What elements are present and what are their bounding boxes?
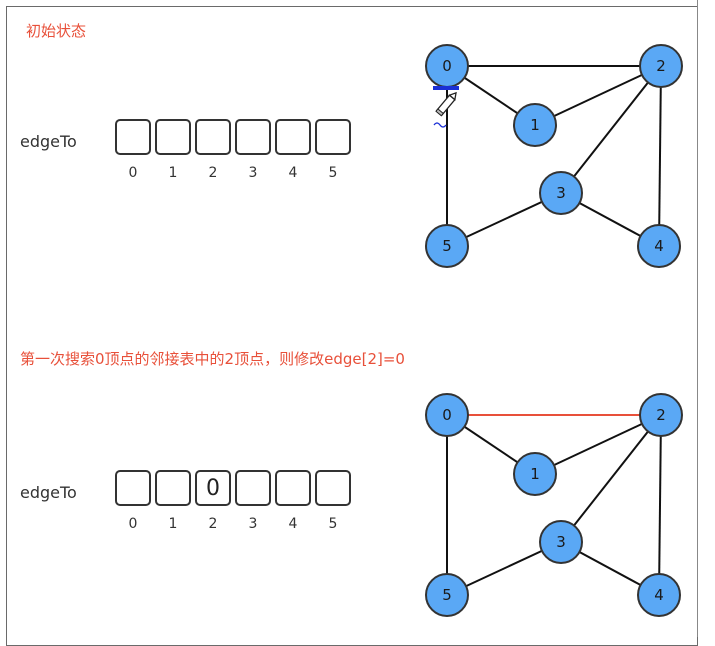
panel1-indices: 0 1 2 3 4 5 <box>113 165 353 181</box>
panel1-node-label-4: 4 <box>654 237 664 255</box>
panel2-node-label-0: 0 <box>442 406 452 424</box>
panel2-cell-0 <box>115 470 151 506</box>
panel1-cell-0 <box>115 119 151 155</box>
panel1-index-3: 3 <box>248 165 258 181</box>
panel1-node-label-3: 3 <box>556 184 566 202</box>
panel1-index-0: 0 <box>128 165 138 181</box>
panel1-node-label-2: 2 <box>656 57 666 75</box>
panel1-cell-4 <box>275 119 311 155</box>
panel2-cell-2: 0 <box>195 470 231 506</box>
panel1-graph: 0 1 2 3 4 5 <box>425 44 683 268</box>
pen-stroke-mark <box>433 122 447 128</box>
panel2-node-5 <box>425 573 469 617</box>
panel2-node-1 <box>513 452 557 496</box>
panel2-cell-3 <box>235 470 271 506</box>
panel2-graph: 0 1 2 3 4 5 <box>425 393 683 617</box>
panel1-index-2: 2 <box>208 165 218 181</box>
panel2-cell-5 <box>315 470 351 506</box>
panel1-index-1: 1 <box>168 165 178 181</box>
panel1-index-5: 5 <box>328 165 338 181</box>
panel1-edge-1-2 <box>534 65 662 126</box>
panel2-index-4: 4 <box>288 516 298 532</box>
panel1-edgeto-array <box>115 119 355 155</box>
panel2-index-5: 5 <box>328 516 338 532</box>
panel2-edge-2-4 <box>658 414 662 596</box>
panel1-title: 初始状态 <box>26 22 87 40</box>
selection-marker <box>433 86 459 90</box>
panel1-node-5 <box>425 224 469 268</box>
panel1-node-3 <box>539 171 583 215</box>
panel1-cell-1 <box>155 119 191 155</box>
panel1-node-label-1: 1 <box>530 116 540 134</box>
panel2-edge-1-2 <box>534 414 662 475</box>
panel2-node-label-3: 3 <box>556 533 566 551</box>
panel1-node-label-5: 5 <box>442 237 452 255</box>
panel1-edge-2-3 <box>560 65 662 194</box>
panel2-node-label-4: 4 <box>654 586 664 604</box>
panel2-cell-1 <box>155 470 191 506</box>
panel2-title: 第一次搜索0顶点的邻接表中的2顶点，则修改edge[2]=0 <box>20 350 405 368</box>
panel2-node-label-1: 1 <box>530 465 540 483</box>
panel2-edge-2-3 <box>560 414 662 543</box>
panel2-indices: 0 1 2 3 4 5 <box>113 516 353 532</box>
panel2-node-0 <box>425 393 469 437</box>
panel2-index-0: 0 <box>128 516 138 532</box>
panel1-cell-3 <box>235 119 271 155</box>
panel1-node-4 <box>637 224 681 268</box>
panel1-cell-2 <box>195 119 231 155</box>
panel1-index-4: 4 <box>288 165 298 181</box>
panel1-node-1 <box>513 103 557 147</box>
panel2-node-4 <box>637 573 681 617</box>
panel1-array-label: edgeTo <box>20 132 77 151</box>
panel1-cell-5 <box>315 119 351 155</box>
panel2-index-1: 1 <box>168 516 178 532</box>
panel2-node-label-2: 2 <box>656 406 666 424</box>
panel2-node-3 <box>539 520 583 564</box>
panel1-node-label-0: 0 <box>442 57 452 75</box>
panel2-node-label-5: 5 <box>442 586 452 604</box>
panel2-node-2 <box>639 393 683 437</box>
panel2-index-2: 2 <box>208 516 218 532</box>
window-edge <box>697 0 698 637</box>
panel1-node-2 <box>639 44 683 88</box>
panel2-index-3: 3 <box>248 516 258 532</box>
pencil-cursor-icon <box>435 91 457 117</box>
panel1-edge-2-4 <box>658 65 662 247</box>
panel2-array-label: edgeTo <box>20 483 77 502</box>
panel2-cell-4 <box>275 470 311 506</box>
panel2-edgeto-array: 0 <box>115 470 355 506</box>
